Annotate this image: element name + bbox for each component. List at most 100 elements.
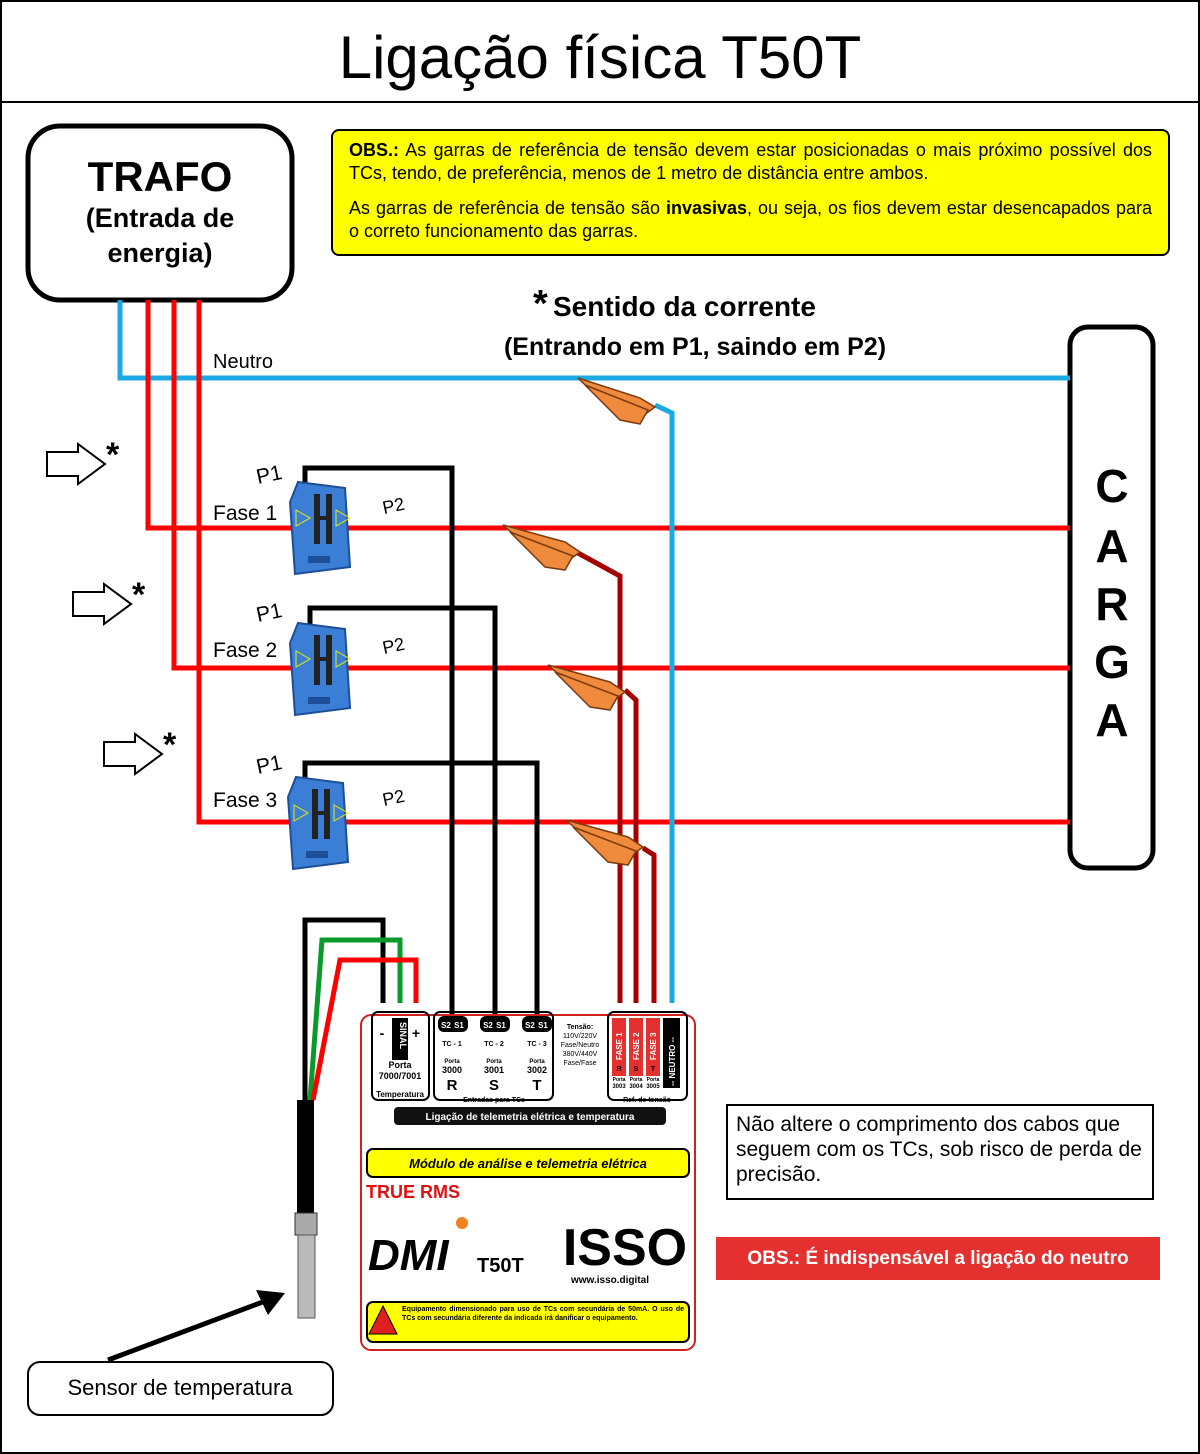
svg-text:A: A bbox=[1095, 520, 1128, 572]
trafo-subtitle-2: energia) bbox=[107, 238, 212, 268]
svg-text:S2: S2 bbox=[525, 1021, 535, 1030]
obs-text-bold: invasivas bbox=[665, 198, 748, 218]
current-transformer-icon bbox=[288, 480, 352, 576]
ref1-wire bbox=[576, 550, 623, 1003]
svg-text:S1: S1 bbox=[496, 1021, 506, 1030]
carga-box bbox=[1067, 324, 1156, 871]
arrow-icon bbox=[256, 1290, 285, 1315]
svg-text:110V/220V: 110V/220V bbox=[563, 1033, 597, 1040]
svg-text:Porta: Porta bbox=[613, 1077, 626, 1083]
voltage-ref-labels: FASE 1 FASE 2 FASE 3 -- NEUTRO -- bbox=[615, 1032, 677, 1086]
svg-text:*: * bbox=[163, 726, 177, 764]
website-url: www.isso.digital bbox=[570, 1275, 649, 1286]
svg-text:Ligação de telemetria elétrica: Ligação de telemetria elétrica e tempera… bbox=[426, 1112, 635, 1123]
svg-text:-: - bbox=[380, 1025, 385, 1041]
model-label: T50T bbox=[477, 1255, 524, 1277]
svg-text:S: S bbox=[489, 1077, 499, 1094]
svg-text:TC - 2: TC - 2 bbox=[484, 1041, 504, 1048]
neutral-label: Neutro bbox=[213, 351, 273, 373]
svg-text:Fase 3: Fase 3 bbox=[213, 789, 277, 812]
obs-prefix: OBS.: bbox=[349, 140, 400, 160]
obs-text-2a: As garras de referência de tensão são bbox=[349, 198, 666, 218]
svg-text:Porta: Porta bbox=[647, 1077, 660, 1083]
current-direction-note: (Entrando em P1, saindo em P2) bbox=[504, 333, 886, 361]
svg-text:P2: P2 bbox=[381, 494, 407, 518]
warning-icon bbox=[368, 1304, 398, 1335]
svg-text:A: A bbox=[1095, 694, 1128, 746]
svg-text:-- NEUTRO --: -- NEUTRO -- bbox=[668, 1037, 677, 1086]
temperature-sensor-icon bbox=[297, 1100, 314, 1215]
warning-text: Equipamento dimensionado para uso de TCs… bbox=[402, 1306, 684, 1322]
arrow-right-icon bbox=[46, 442, 107, 486]
svg-text:*: * bbox=[106, 436, 120, 474]
svg-text:P2: P2 bbox=[381, 786, 407, 810]
ref2-wire bbox=[623, 688, 639, 1003]
cable-length-note: Não altere o comprimento dos cabos que s… bbox=[726, 1104, 1154, 1200]
isso-logo: ISSO bbox=[563, 1219, 687, 1277]
current-direction-title: Sentido da corrente bbox=[553, 291, 816, 322]
svg-text:Tensão:: Tensão: bbox=[567, 1024, 593, 1031]
module-labels: - + SINAL Porta 7000/7001 Temperatura S2… bbox=[376, 1021, 593, 1104]
svg-text:Fase/Neutro: Fase/Neutro bbox=[561, 1042, 600, 1049]
phase2-wire bbox=[171, 300, 1070, 671]
asterisks: *** bbox=[106, 436, 177, 764]
neutral-obs-banner: OBS.: É indispensável a ligação do neutr… bbox=[716, 1237, 1160, 1280]
svg-text:S2: S2 bbox=[441, 1021, 451, 1030]
neutral-ref-wire bbox=[653, 402, 675, 1003]
trafo-box bbox=[25, 123, 295, 303]
svg-text:Porta: Porta bbox=[486, 1059, 502, 1065]
current-transformer-icon bbox=[288, 621, 352, 717]
phase3-wire bbox=[196, 300, 1070, 825]
svg-text:TC - 1: TC - 1 bbox=[442, 1041, 462, 1048]
svg-text:SINAL: SINAL bbox=[398, 1022, 408, 1050]
trafo-subtitle: (Entrada de bbox=[86, 203, 235, 233]
asterisk: * bbox=[533, 283, 548, 325]
dmi-logo: DMI bbox=[368, 1231, 449, 1280]
svg-text:FASE 2: FASE 2 bbox=[632, 1032, 641, 1060]
svg-text:S: S bbox=[634, 1066, 639, 1073]
svg-text:Porta: Porta bbox=[630, 1077, 643, 1083]
svg-text:+: + bbox=[412, 1025, 420, 1041]
svg-text:TC - 3: TC - 3 bbox=[527, 1041, 547, 1048]
svg-text:Fase/Fase: Fase/Fase bbox=[563, 1060, 596, 1067]
obs-text-1: As garras de referência de tensão devem … bbox=[349, 140, 1152, 183]
obs-text-2b: , ou seja, os fios devem estar desencapa… bbox=[349, 198, 1152, 241]
clamp-icon bbox=[502, 524, 582, 571]
svg-text:S1: S1 bbox=[538, 1021, 548, 1030]
svg-text:R: R bbox=[1095, 578, 1128, 630]
svg-text:Porta: Porta bbox=[444, 1059, 460, 1065]
svg-text:Porta: Porta bbox=[388, 1060, 412, 1070]
svg-text:Fase 1: Fase 1 bbox=[213, 502, 277, 525]
arrow-right-icon bbox=[72, 582, 133, 626]
current-transformer-icon bbox=[286, 775, 350, 871]
neutral-wire bbox=[117, 300, 1070, 381]
svg-text:R: R bbox=[447, 1077, 458, 1094]
obs-box: OBS.: As garras de referência de tensão … bbox=[331, 129, 1170, 256]
svg-text:G: G bbox=[1094, 636, 1130, 688]
sensor-label-box bbox=[27, 1361, 334, 1416]
svg-text:Porta: Porta bbox=[529, 1059, 545, 1065]
true-rms-label: TRUE RMS bbox=[366, 1182, 460, 1202]
voltage-spec: 110V/220V Fase/Neutro 380V/440V Fase/Fase bbox=[561, 1033, 600, 1067]
svg-text:FASE 1: FASE 1 bbox=[615, 1032, 624, 1060]
sensor-label: Sensor de temperatura bbox=[67, 1375, 293, 1400]
svg-text:S2: S2 bbox=[483, 1021, 493, 1030]
svg-text:3003: 3003 bbox=[612, 1084, 626, 1090]
svg-text:C: C bbox=[1095, 460, 1128, 512]
arrow-right-icon bbox=[103, 732, 164, 776]
svg-text:3000: 3000 bbox=[442, 1065, 462, 1075]
svg-text:3002: 3002 bbox=[527, 1065, 547, 1075]
svg-text:Temperatura: Temperatura bbox=[376, 1090, 424, 1099]
clamp-icon bbox=[565, 819, 645, 866]
clamp-icon bbox=[577, 377, 657, 425]
svg-text:Módulo de análise e telemetria: Módulo de análise e telemetria elétrica bbox=[409, 1156, 647, 1171]
svg-text:380V/440V: 380V/440V bbox=[563, 1051, 598, 1058]
svg-text:T: T bbox=[532, 1077, 541, 1094]
svg-text:R: R bbox=[616, 1066, 621, 1073]
svg-text:T: T bbox=[651, 1066, 656, 1073]
svg-text:3001: 3001 bbox=[484, 1065, 504, 1075]
